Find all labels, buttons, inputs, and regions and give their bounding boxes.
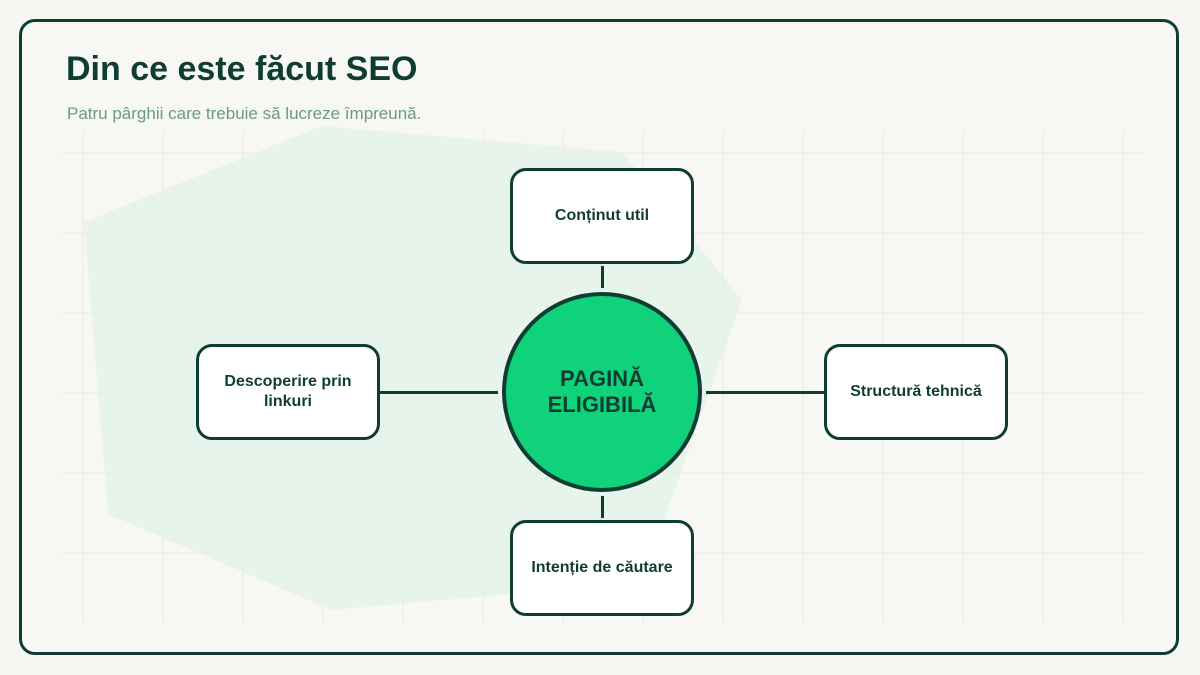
lever-node-links: Descoperire prin linkuri — [196, 344, 380, 440]
connector-left — [380, 391, 498, 394]
connector-bottom — [601, 496, 604, 518]
lever-node-content: Conținut util — [510, 168, 694, 264]
page-title: Din ce este făcut SEO — [66, 50, 418, 88]
lever-node-intent: Intenție de căutare — [510, 520, 694, 616]
connector-right — [706, 391, 824, 394]
page-subtitle: Patru pârghii care trebuie să lucreze îm… — [67, 104, 422, 123]
diagram-card: Din ce este făcut SEO Patru pârghii care… — [19, 19, 1179, 655]
lever-node-technical: Structură tehnică — [824, 344, 1008, 440]
center-node-eligible-page: PAGINĂ ELIGIBILĂ — [502, 292, 702, 492]
connector-top — [601, 266, 604, 288]
